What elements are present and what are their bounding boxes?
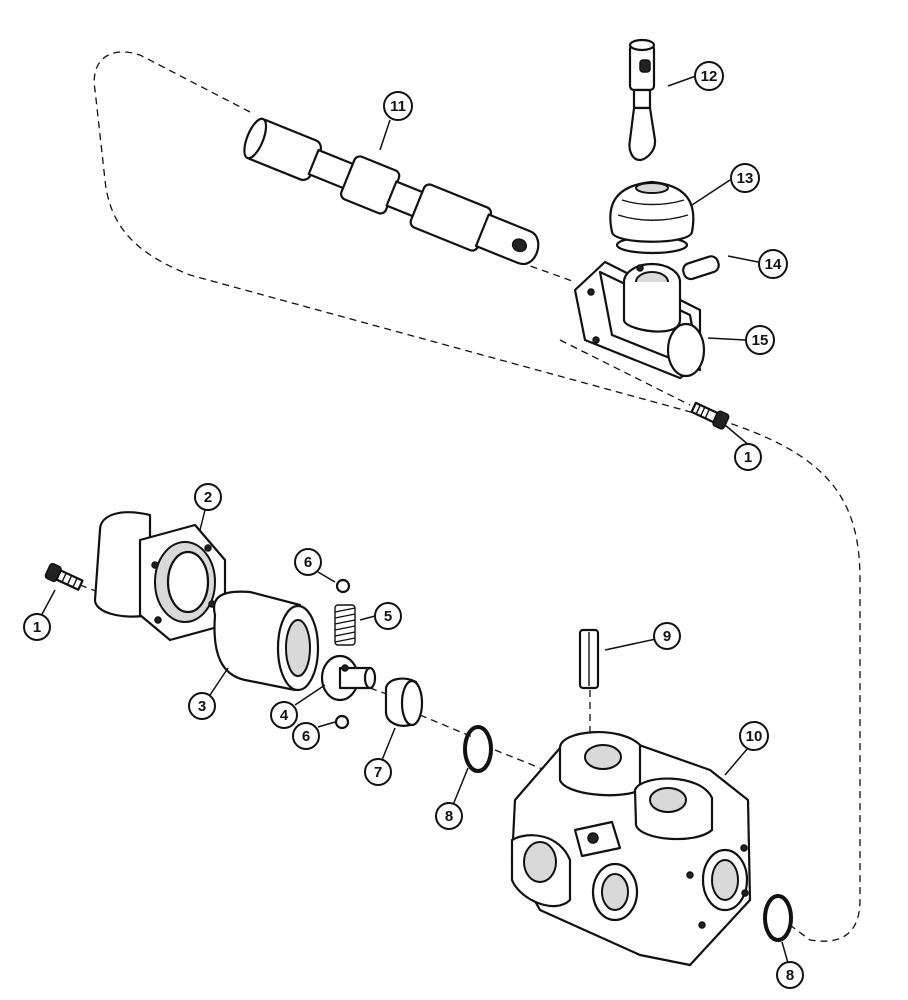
o-ring-part-right bbox=[763, 894, 793, 942]
callout-6-lower: 6 bbox=[292, 722, 320, 750]
callout-1-lower-label: 1 bbox=[33, 619, 41, 636]
callout-7-label: 7 bbox=[374, 764, 382, 781]
callout-12: 12 bbox=[694, 61, 724, 91]
callout-9-label: 9 bbox=[663, 628, 671, 645]
assembly-path bbox=[93, 51, 861, 942]
callout-12-label: 12 bbox=[701, 68, 718, 85]
callout-4-label: 4 bbox=[280, 707, 289, 724]
callout-10-label: 10 bbox=[746, 728, 763, 745]
callout-1-upper-label: 1 bbox=[744, 449, 752, 466]
assembly-line-ring bbox=[419, 714, 476, 739]
callout-13: 13 bbox=[730, 163, 760, 193]
ball-part-lower bbox=[334, 714, 350, 730]
spring-part bbox=[334, 604, 356, 646]
spool-shaft-part bbox=[243, 117, 540, 266]
callout-6-upper: 6 bbox=[294, 548, 322, 576]
callout-1-lower: 1 bbox=[23, 613, 51, 641]
sleeve-part bbox=[212, 590, 320, 692]
valve-body-part bbox=[510, 730, 752, 967]
bushing-part bbox=[384, 677, 424, 727]
callout-15: 15 bbox=[745, 325, 775, 355]
callout-3: 3 bbox=[188, 692, 216, 720]
callout-14: 14 bbox=[758, 249, 788, 279]
callout-10: 10 bbox=[739, 721, 769, 751]
callout-11-label: 11 bbox=[390, 98, 406, 115]
plunger-part bbox=[628, 38, 657, 162]
bolt-part-upper bbox=[690, 401, 730, 430]
assembly-line-spool bbox=[369, 687, 396, 698]
callout-6-lower-label: 6 bbox=[302, 728, 310, 745]
callout-5: 5 bbox=[374, 602, 402, 630]
callout-13-label: 13 bbox=[737, 170, 754, 187]
callout-5-label: 5 bbox=[384, 608, 392, 625]
callout-3-label: 3 bbox=[198, 698, 206, 715]
o-ring-part-left bbox=[463, 725, 493, 773]
callout-15-label: 15 bbox=[752, 332, 769, 349]
rubber-boot-part bbox=[609, 180, 695, 255]
callout-8-right: 8 bbox=[776, 961, 804, 989]
assembly-line-bolt bbox=[559, 339, 691, 406]
callout-9: 9 bbox=[653, 622, 681, 650]
callout-8-left-label: 8 bbox=[445, 808, 453, 825]
assembly-line-body bbox=[494, 749, 546, 771]
callout-4: 4 bbox=[270, 701, 298, 729]
small-pin-part bbox=[682, 255, 720, 281]
callout-8-right-label: 8 bbox=[786, 967, 794, 984]
callout-7: 7 bbox=[364, 758, 392, 786]
callout-6-upper-label: 6 bbox=[304, 554, 312, 571]
callout-8-left: 8 bbox=[435, 802, 463, 830]
spool-end-part bbox=[320, 654, 377, 702]
callout-1-upper: 1 bbox=[734, 443, 762, 471]
callout-11: 11 bbox=[383, 91, 413, 121]
cap-housing-part bbox=[573, 260, 706, 380]
ball-part-upper bbox=[335, 578, 351, 594]
end-cap-part bbox=[93, 511, 227, 642]
leader-lines bbox=[39, 75, 789, 964]
callout-2-label: 2 bbox=[204, 489, 212, 506]
bolt-part-lower bbox=[44, 562, 84, 591]
callout-14-label: 14 bbox=[765, 256, 782, 273]
callout-2: 2 bbox=[194, 483, 222, 511]
